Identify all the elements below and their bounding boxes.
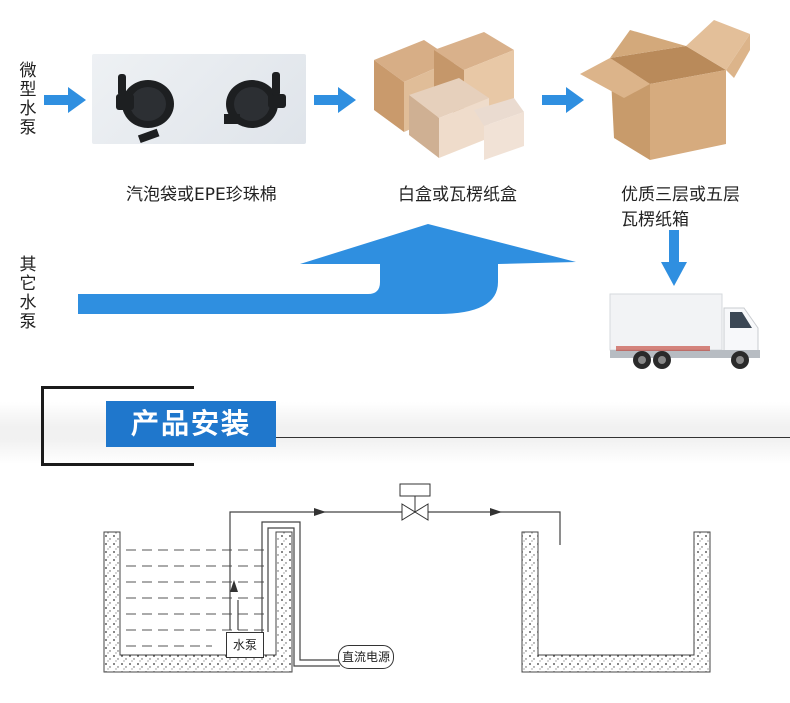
down-arrow <box>661 230 687 286</box>
other-pump-char: 水 <box>19 293 37 313</box>
flow-arrow-1 <box>44 87 86 113</box>
flow-arrow-3 <box>542 87 584 113</box>
step3-caption-line1: 优质三层或五层 <box>621 185 740 205</box>
corrugated-carton-image <box>580 20 750 160</box>
other-pump-char: 其 <box>19 255 37 275</box>
white-box-stack-image <box>374 32 524 160</box>
micro-pump-char: 水 <box>19 99 37 119</box>
other-pump-char: 它 <box>19 274 37 294</box>
truck-image <box>609 293 760 369</box>
step1-caption: 汽泡袋或EPE珍珠棉 <box>126 185 277 205</box>
pump-illustration <box>116 72 286 144</box>
pump-label: 水泵 <box>226 632 264 658</box>
micro-pump-char: 型 <box>19 80 37 100</box>
installation-diagram <box>103 483 711 673</box>
micro-pump-label: 微 型 水 泵 <box>18 62 38 138</box>
bypass-arrow <box>78 224 576 314</box>
section-divider <box>276 437 790 438</box>
micro-pump-char: 泵 <box>19 118 37 138</box>
other-pump-char: 泵 <box>19 312 37 332</box>
step2-caption: 白盒或瓦楞纸盒 <box>398 185 517 205</box>
other-pump-label: 其 它 水 泵 <box>18 256 38 332</box>
flow-arrow-2 <box>314 87 356 113</box>
dc-power-label: 直流电源 <box>338 645 394 669</box>
pump-photo-bubble-bag <box>92 54 306 144</box>
micro-pump-char: 微 <box>19 61 37 81</box>
section-banner-frame <box>41 386 194 466</box>
section-title: 产品安装 <box>106 401 276 447</box>
step3-caption-line2: 瓦楞纸箱 <box>621 210 689 230</box>
